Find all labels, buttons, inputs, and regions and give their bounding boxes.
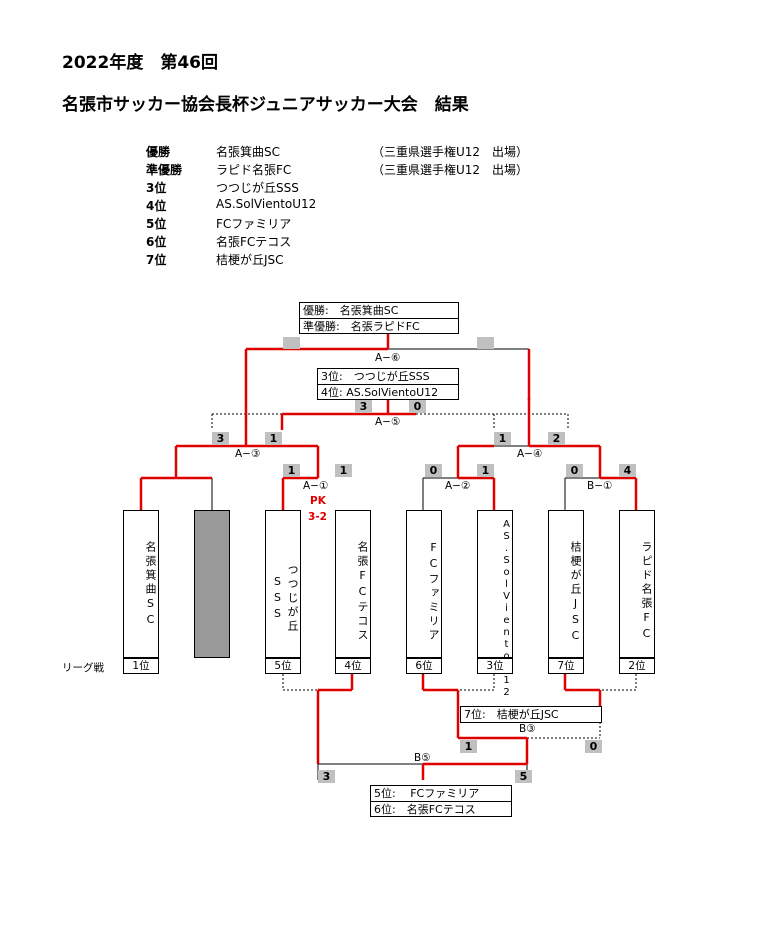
result-label-3: 3位 [146, 181, 167, 195]
score-a4-left: 1 [494, 432, 511, 445]
result-team-7: 桔梗が丘JSC [216, 253, 284, 267]
rank-box-5: 6位 [406, 658, 442, 674]
team-name: 桔梗が丘JSC [569, 541, 582, 645]
team-box-1: 名張箕曲SC [123, 510, 159, 658]
score-b3-right: 0 [585, 740, 602, 753]
score-b1-left: 0 [566, 464, 583, 477]
score-b3-left: 1 [460, 740, 477, 753]
team-box-4: 名張FCテコス [335, 510, 371, 658]
team-box-7: 桔梗が丘JSC [548, 510, 584, 658]
team-name: AS.SolVientoU12 [501, 519, 512, 699]
result-label-2: 準優勝 [146, 163, 183, 177]
result-note-1: （三重県選手権U12 出場） [372, 145, 529, 159]
score-a4-right: 2 [548, 432, 565, 445]
match-label-a3: A−③ [235, 448, 261, 460]
result-team-2: ラピド名張FC [216, 163, 292, 177]
result-label-5: 5位 [146, 217, 167, 231]
result-team-3: つつじが丘SSS [216, 181, 299, 195]
champion-row: 優勝: 名張箕曲SC [303, 304, 399, 317]
result-label-7: 7位 [146, 253, 167, 267]
result-team-1: 名張箕曲SC [216, 145, 280, 159]
result-team-5: FCファミリア [216, 217, 292, 231]
match-label-a1: A−① [303, 480, 329, 492]
team-name: 名張FCテコス [356, 541, 369, 643]
title-year: 2022年度 第46回 [62, 53, 218, 73]
runner-up-row: 準優勝: 名張ラピドFC [300, 318, 458, 334]
result-label-6: 6位 [146, 235, 167, 249]
team-name: つつじが丘SSS [271, 564, 299, 634]
match-label-b1: B−① [587, 480, 613, 492]
team-box-bye [194, 510, 230, 658]
rank-box-4: 4位 [335, 658, 371, 674]
score-a2-left: 0 [425, 464, 442, 477]
title-tournament: 名張市サッカー協会長杯ジュニアサッカー大会 結果 [62, 95, 469, 115]
score-a5-right: 0 [409, 400, 426, 413]
pk-label: PK [310, 495, 326, 507]
score-a5-left: 3 [355, 400, 372, 413]
score-b5-left: 3 [318, 770, 335, 783]
fourth-place-row: 4位: AS.SolVientoU12 [318, 384, 458, 400]
rank-box-8: 2位 [619, 658, 655, 674]
team-box-6: AS.SolVientoU12 [477, 510, 513, 699]
score-a2-right: 1 [477, 464, 494, 477]
fifth-place-box: 5位: FCファミリア 6位: 名張FCテコス [370, 785, 512, 817]
score-b5-right: 5 [515, 770, 532, 783]
match-label-b3: B③ [519, 723, 536, 735]
score-a1-left: 1 [283, 464, 300, 477]
team-name: ラピド名張FC [640, 541, 653, 643]
final-result-box: 優勝: 名張箕曲SC 準優勝: 名張ラピドFC [299, 302, 459, 334]
league-label: リーグ戦 [62, 662, 104, 674]
pk-score: 3-2 [308, 511, 327, 523]
team-box-5: FCファミリア [406, 510, 442, 658]
rank-box-1: 1位 [123, 658, 159, 674]
sixth-place-row: 6位: 名張FCテコス [371, 801, 511, 817]
third-place-row: 3位: つつじが丘SSS [321, 370, 430, 383]
result-label-1: 優勝 [146, 145, 171, 159]
team-box-8: ラピド名張FC [619, 510, 655, 658]
match-label-a2: A−② [445, 480, 471, 492]
team-name: 名張箕曲SC [144, 541, 157, 629]
match-label-b5: B⑤ [414, 752, 431, 764]
match-label-a6: A−⑥ [375, 352, 401, 364]
rank-box-6: 3位 [477, 658, 513, 674]
match-label-a5: A−⑤ [375, 416, 401, 428]
result-note-2: （三重県選手権U12 出場） [372, 163, 529, 177]
score-a3-left: 3 [212, 432, 229, 445]
score-a3-right: 1 [265, 432, 282, 445]
fifth-place-row: 5位: FCファミリア [374, 787, 480, 800]
result-label-4: 4位 [146, 199, 167, 213]
result-team-4: AS.SolVientoU12 [216, 197, 317, 211]
seventh-place-row: 7位: 桔梗が丘JSC [464, 708, 559, 721]
team-name: FCファミリア [427, 541, 440, 643]
third-place-box: 3位: つつじが丘SSS 4位: AS.SolVientoU12 [317, 368, 459, 400]
score-a1-right: 1 [335, 464, 352, 477]
match-label-a4: A−④ [517, 448, 543, 460]
seventh-place-box: 7位: 桔梗が丘JSC [460, 706, 602, 723]
rank-box-7: 7位 [548, 658, 584, 674]
result-team-6: 名張FCテコス [216, 235, 292, 249]
score-b1-right: 4 [619, 464, 636, 477]
team-box-3: つつじが丘SSS [265, 510, 301, 658]
rank-box-3: 5位 [265, 658, 301, 674]
